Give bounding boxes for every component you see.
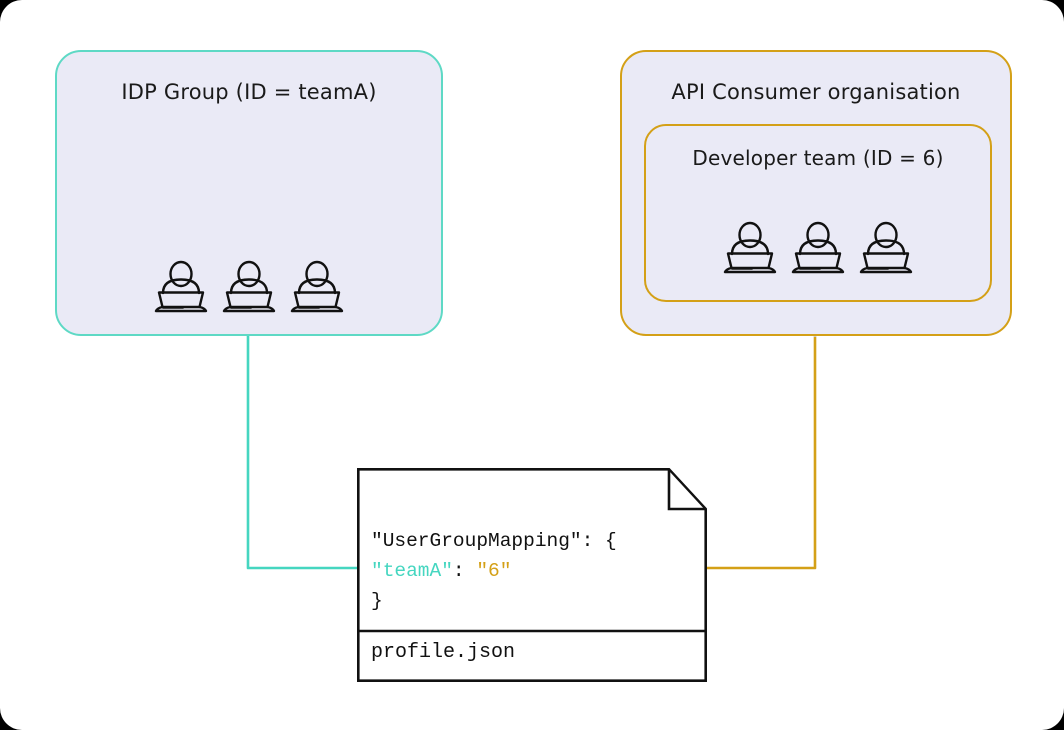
document-shape xyxy=(357,468,707,682)
api-consumer-organisation-title: API Consumer organisation xyxy=(671,80,961,104)
person-at-laptop-icon xyxy=(222,260,276,313)
document-filename: profile.json xyxy=(371,641,516,664)
developer-team-people-row xyxy=(646,218,990,276)
json-code-block: "UserGroupMapping": { "teamA": "6" } xyxy=(371,526,617,616)
json-key-teama: "teamA" xyxy=(371,560,453,582)
idp-group-title: IDP Group (ID = teamA) xyxy=(121,80,377,104)
person-at-laptop-icon xyxy=(859,221,913,274)
developer-team-title: Developer team (ID = 6) xyxy=(692,146,944,170)
json-line-1: "UserGroupMapping": { xyxy=(371,530,617,552)
api-consumer-organisation-box: API Consumer organisation Developer team… xyxy=(620,50,1012,336)
person-at-laptop-icon xyxy=(154,260,208,313)
json-colon: : xyxy=(452,560,477,582)
developer-team-box: Developer team (ID = 6) xyxy=(644,124,992,302)
teal-connector-line xyxy=(246,334,380,570)
person-at-laptop-icon xyxy=(791,221,845,274)
idp-group-people-row xyxy=(57,257,441,315)
person-at-laptop-icon xyxy=(290,260,344,313)
idp-group-box: IDP Group (ID = teamA) xyxy=(55,50,443,336)
profile-json-document: "UserGroupMapping": { "teamA": "6" } pro… xyxy=(357,468,707,682)
person-at-laptop-icon xyxy=(723,221,777,274)
json-line-3: } xyxy=(371,590,383,612)
json-value-6: "6" xyxy=(476,560,512,582)
